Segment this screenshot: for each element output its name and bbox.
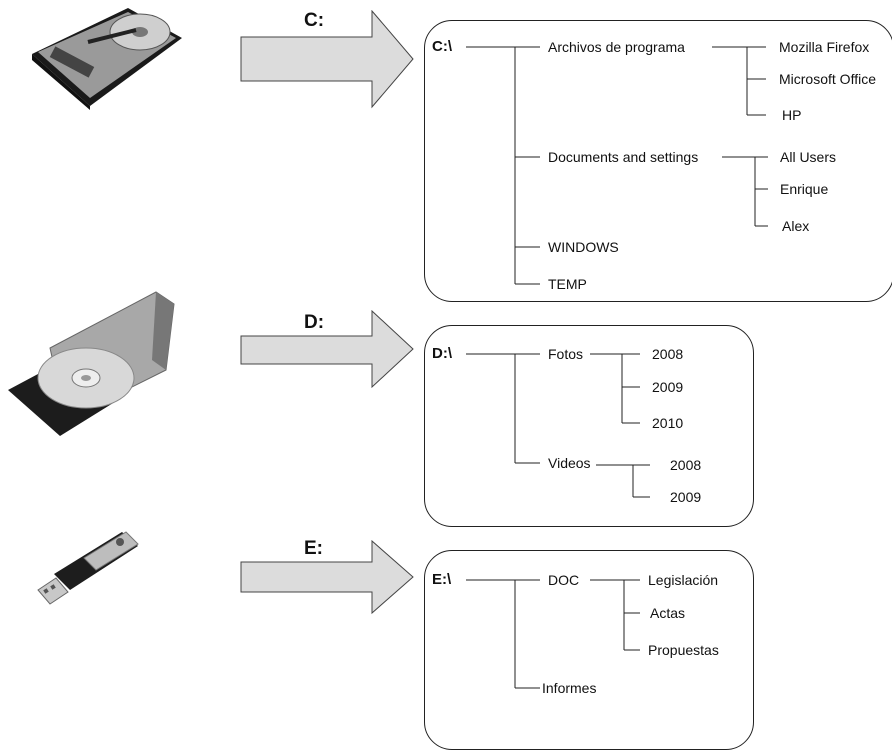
tree-box-e [424,550,754,750]
hard-disk-icon [32,8,182,110]
folder-fotos-2008: 2008 [652,346,684,362]
arrow-d [240,310,414,389]
folder-mozilla-firefox: Mozilla Firefox [779,39,870,55]
folder-videos-2008: 2008 [670,457,702,473]
folder-doc: DOC [548,572,580,588]
folder-videos-2009: 2009 [670,489,702,505]
folder-temp: TEMP [548,276,587,292]
tree-box-d [424,325,754,527]
folder-documents-and-settings: Documents and settings [548,149,699,165]
folder-enrique: Enrique [780,181,829,197]
arrow-e [240,540,414,615]
root-d: D:\ [432,345,452,362]
drive-label-c: C: [304,10,325,31]
tree-box-c [424,20,892,302]
folder-informes: Informes [542,680,597,696]
optical-drive-icon [8,291,175,436]
folder-legislacion: Legislación [648,572,719,588]
folder-hp: HP [782,107,802,123]
folder-fotos-2009: 2009 [652,379,684,395]
arrow-c [240,10,414,109]
folder-actas: Actas [650,605,686,621]
usb-stick-icon [37,531,139,605]
folder-propuestas: Propuestas [648,642,719,658]
root-c: C:\ [432,38,452,55]
root-e: E:\ [432,571,452,588]
folder-windows: WINDOWS [548,239,619,255]
folder-microsoft-office: Microsoft Office [779,71,876,87]
folder-fotos-2010: 2010 [652,415,684,431]
drive-label-e: E: [304,538,323,559]
folder-archivos-de-programa: Archivos de programa [548,39,685,55]
folder-alex: Alex [782,218,810,234]
folder-fotos: Fotos [548,346,584,362]
drive-label-d: D: [304,312,325,333]
folder-videos: Videos [548,455,591,471]
folder-all-users: All Users [780,149,837,165]
